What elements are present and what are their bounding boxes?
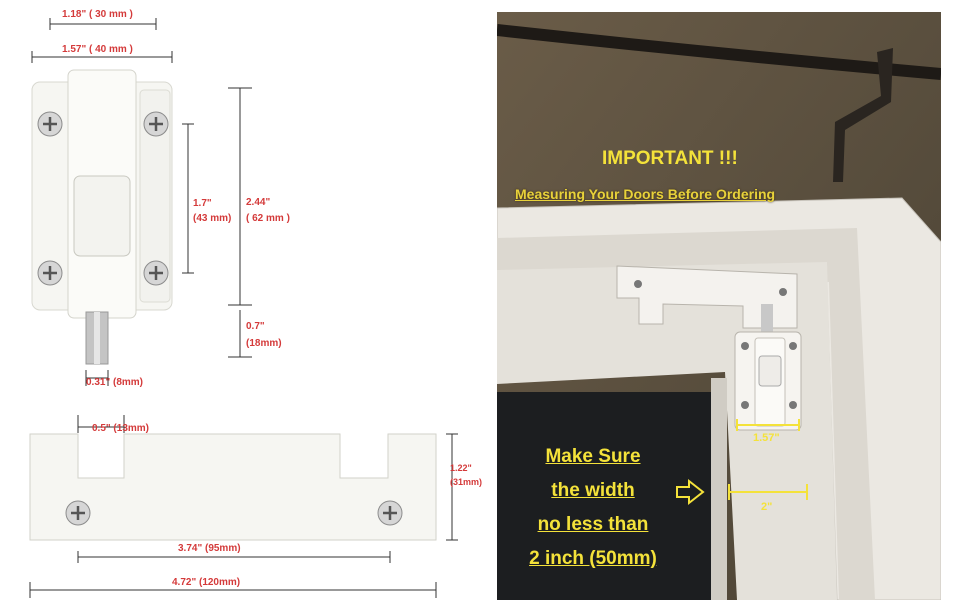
screw-icon bbox=[37, 260, 63, 286]
width-note-line-4: 2 inch (50mm) bbox=[529, 548, 657, 569]
dim-label-screw-spacing-mm: (43 mm) bbox=[193, 213, 232, 224]
rod-bracket bbox=[833, 48, 893, 182]
dim-label-latch-width: 1.18" ( 30 mm ) bbox=[62, 9, 133, 20]
dim-label-body-height: 2.44" bbox=[246, 197, 271, 208]
screw-icon bbox=[789, 401, 797, 409]
screw-icon bbox=[634, 280, 642, 288]
measuring-notice: Measuring Your Doors Before Ordering bbox=[515, 186, 776, 202]
screw-icon bbox=[789, 342, 797, 350]
dim-label-screw-span: 3.74" (95mm) bbox=[178, 543, 241, 554]
screw-icon bbox=[143, 260, 169, 286]
latch-width-label: 1.57" bbox=[753, 432, 780, 444]
screw-icon bbox=[741, 342, 749, 350]
important-heading: IMPORTANT !!! bbox=[602, 148, 738, 169]
screw-icon bbox=[779, 288, 787, 296]
width-note-line-2: the width bbox=[551, 480, 635, 501]
latch-slide-knob bbox=[73, 175, 131, 257]
product-dimension-diagram: 1.18" ( 30 mm ) 1.57" ( 40 mm ) 1.7" (43… bbox=[29, 9, 483, 598]
dim-label-bolt-length-mm: (18mm) bbox=[246, 338, 282, 349]
width-note-line-1: Make Sure bbox=[545, 446, 641, 467]
screw-icon bbox=[377, 500, 403, 526]
frame-width-label: 2" bbox=[761, 501, 773, 513]
dim-label-plate-length: 4.72" (120mm) bbox=[172, 577, 241, 588]
dim-label-plate-height-mm: (31mm) bbox=[450, 477, 483, 487]
dim-label-bolt-diameter: 0.31" (8mm) bbox=[86, 377, 143, 388]
dimension-drawing bbox=[29, 18, 458, 598]
measure-lines bbox=[728, 419, 808, 500]
arrow-right-icon bbox=[676, 478, 705, 506]
screw-icon bbox=[37, 111, 63, 137]
dimension-lines bbox=[29, 18, 458, 598]
dim-label-plate-height: 1.22" bbox=[450, 463, 472, 473]
dim-label-plate-width: 1.57" ( 40 mm ) bbox=[62, 44, 133, 55]
screw-icon bbox=[741, 401, 749, 409]
dim-label-screw-spacing: 1.7" bbox=[193, 198, 212, 209]
door-frame-scene bbox=[497, 12, 941, 600]
installation-photo: IMPORTANT !!! Measuring Your Doors Befor… bbox=[497, 12, 941, 600]
latch-side-ridge bbox=[139, 89, 171, 303]
dim-label-slot-width: 0.5" (13mm) bbox=[92, 423, 149, 434]
dim-label-body-height-mm: ( 62 mm ) bbox=[246, 213, 290, 224]
width-note-line-3: no less than bbox=[537, 514, 649, 535]
screw-icon bbox=[143, 111, 169, 137]
strike-plate bbox=[29, 433, 437, 541]
screw-icon bbox=[65, 500, 91, 526]
installed-strike-plate bbox=[616, 265, 798, 329]
door-window-glass bbox=[497, 392, 711, 600]
dim-label-bolt-length: 0.7" bbox=[246, 321, 265, 332]
